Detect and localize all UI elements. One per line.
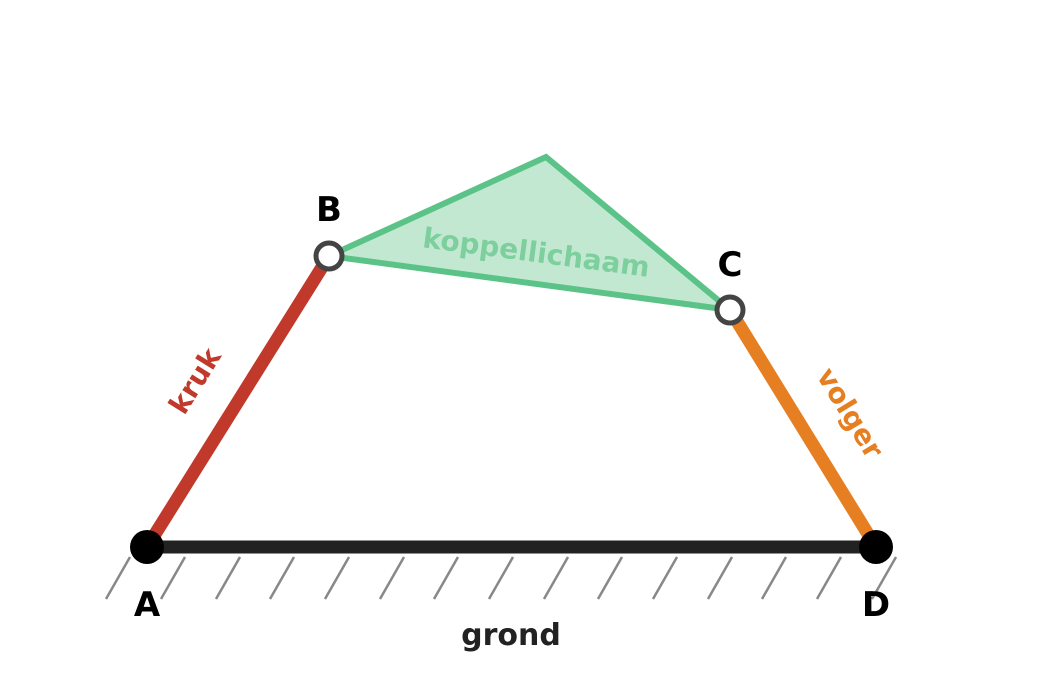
point-label-a: A <box>134 585 161 625</box>
fixed-pivot-d <box>859 530 893 564</box>
crank-label: kruk <box>162 341 228 420</box>
point-label-c: C <box>718 245 743 285</box>
ground-label: grond <box>461 618 561 653</box>
joint-b <box>313 240 345 272</box>
fixed-pivot-a <box>130 530 164 564</box>
point-label-d: D <box>862 585 890 625</box>
follower-link <box>724 306 882 551</box>
coupler-body <box>318 153 740 315</box>
ground-hatching <box>104 556 898 600</box>
joint-c <box>714 294 746 326</box>
point-label-b: B <box>316 190 342 230</box>
crank-link <box>141 252 335 551</box>
